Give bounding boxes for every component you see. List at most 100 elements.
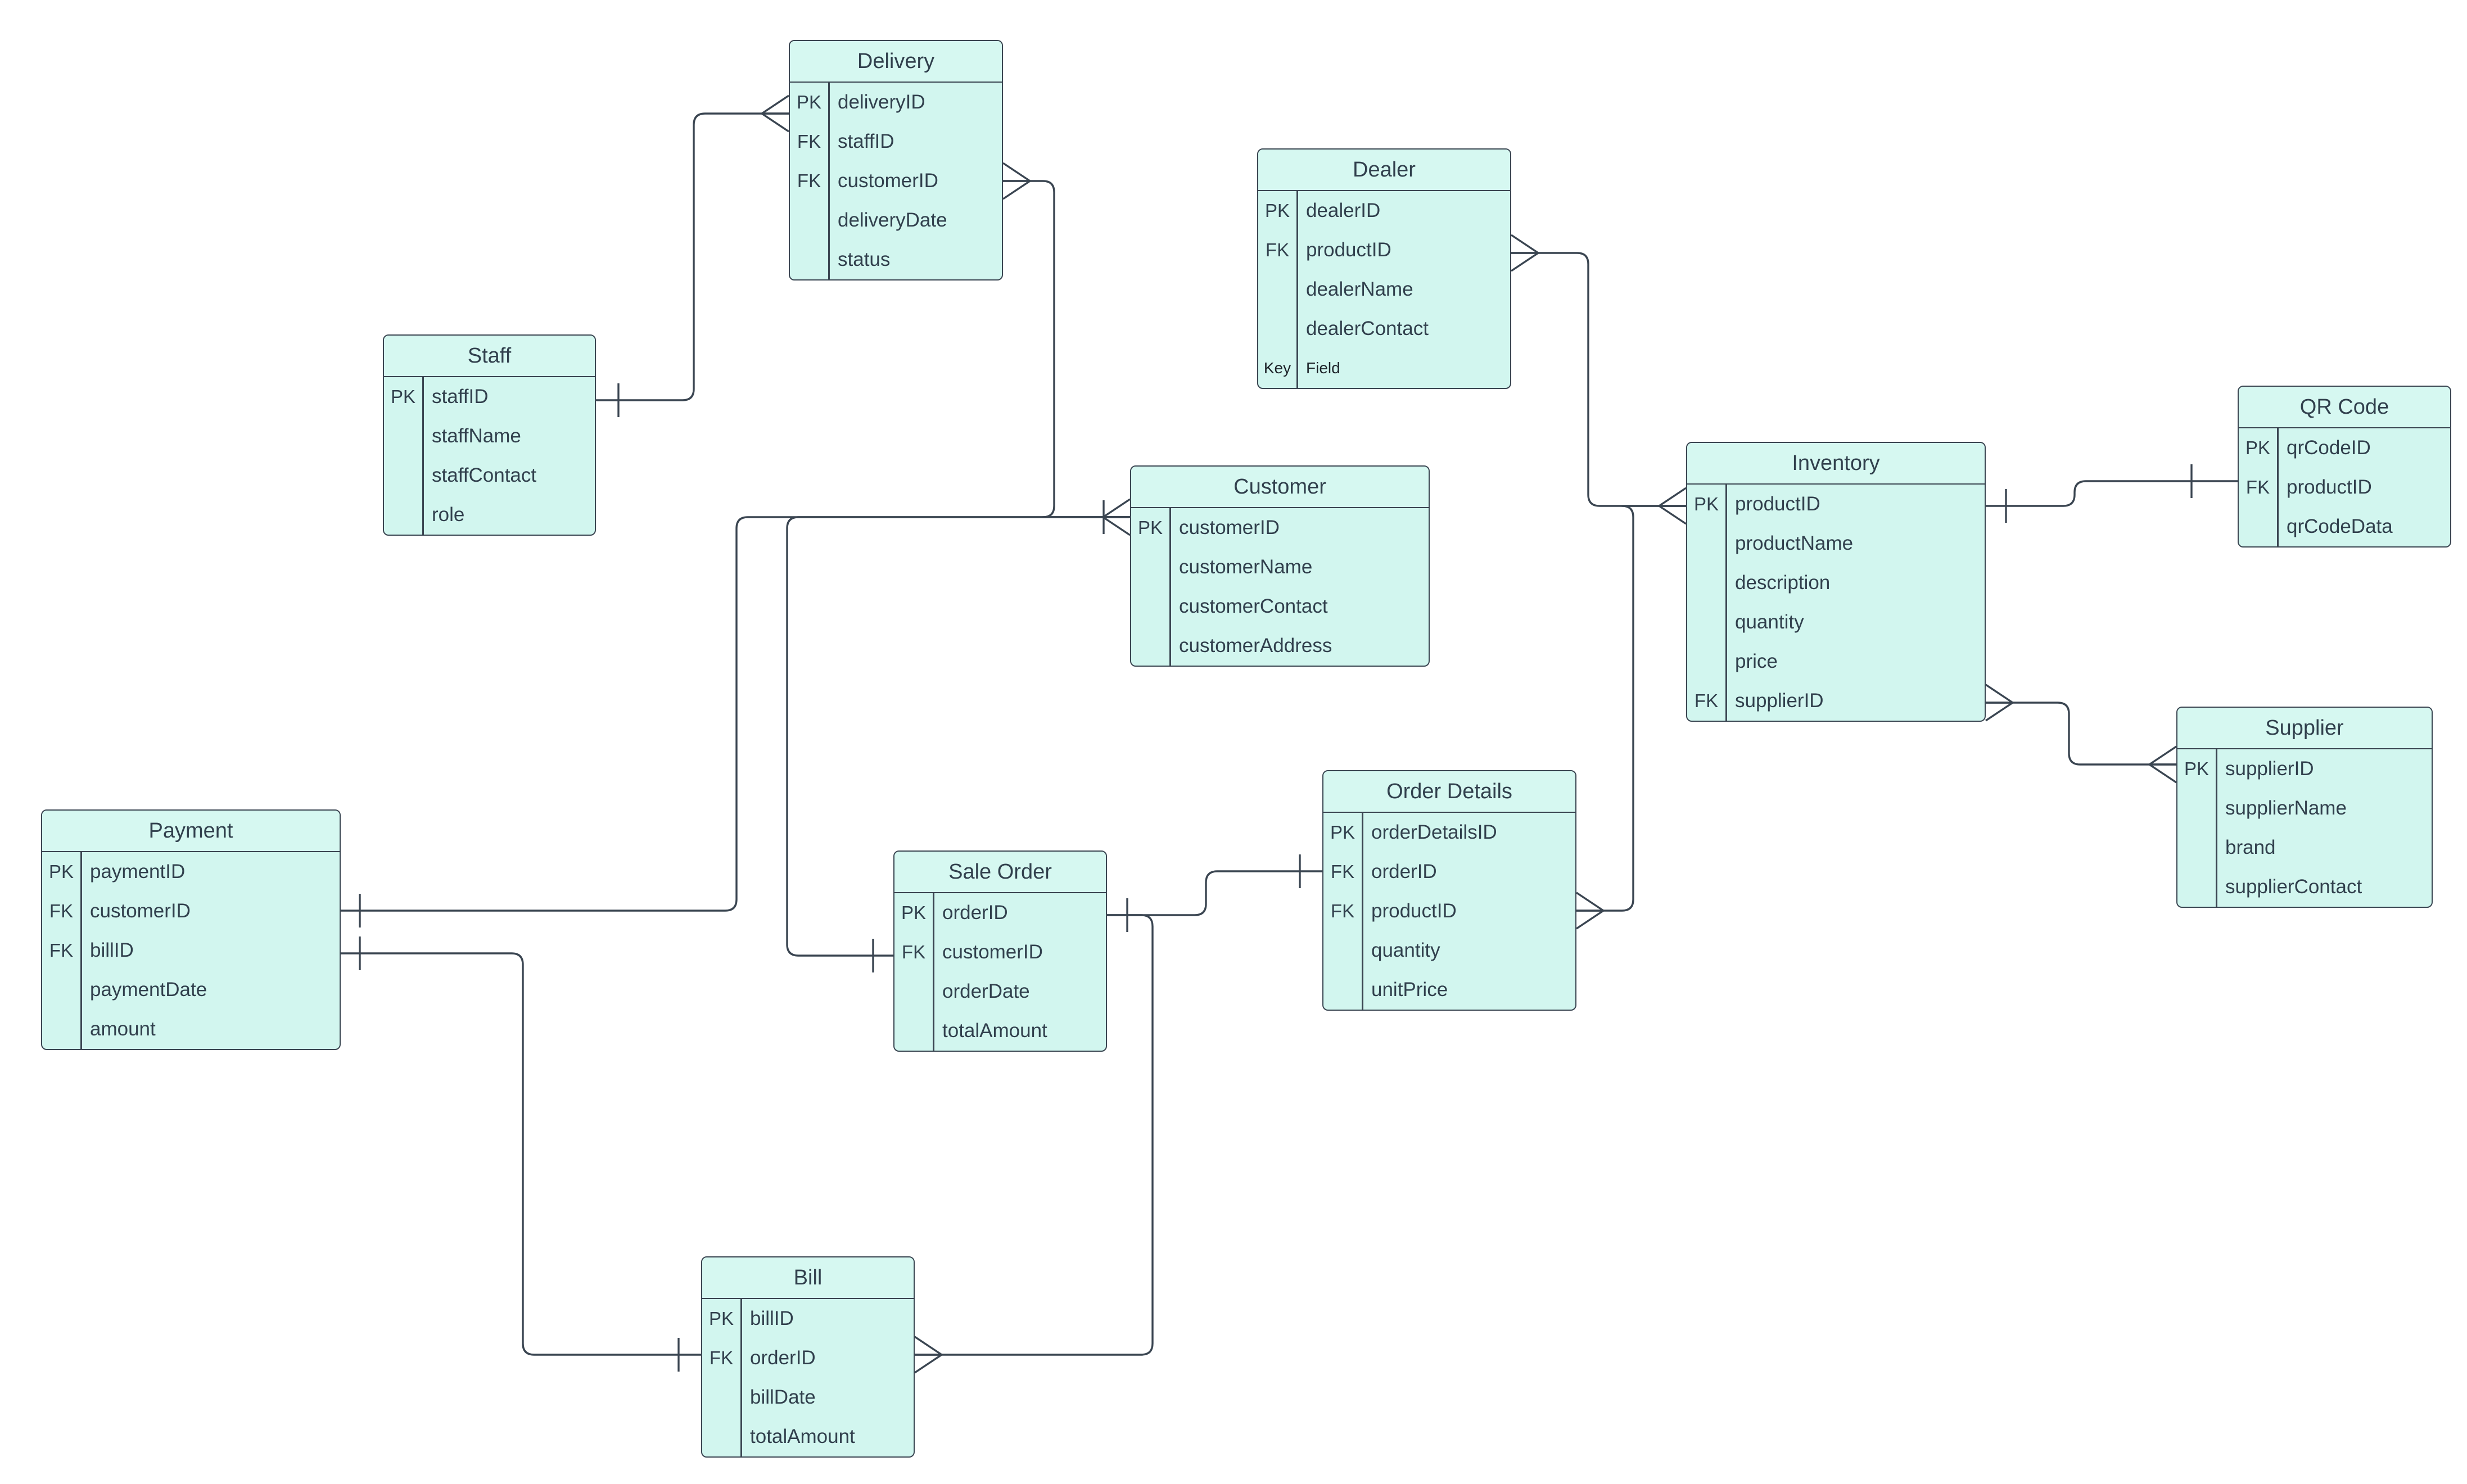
attribute-row[interactable]: quantity (1687, 603, 1985, 642)
attribute-key: FK (797, 170, 821, 191)
attribute-field: description (1735, 572, 1831, 594)
attribute-field: role (432, 504, 465, 526)
attribute-key: PK (390, 386, 416, 407)
attribute-field: productID (1735, 493, 1820, 515)
attribute-row[interactable]: dealerName (1258, 270, 1510, 309)
crowfoot-bill-orderid (914, 1336, 943, 1374)
attribute-key: FK (1265, 239, 1290, 260)
attribute-field: staffID (432, 386, 489, 408)
attribute-row[interactable]: customerName (1131, 548, 1429, 587)
entity-title-bill: Bill (702, 1257, 914, 1299)
connector-saleorder-orderdetails (1107, 870, 1322, 916)
attribute-field: orderID (1371, 861, 1437, 883)
connector-staff-delivery (596, 112, 789, 401)
attribute-row[interactable]: staffContact (384, 456, 595, 495)
attribute-row[interactable]: dealerContact (1258, 309, 1510, 349)
attribute-row[interactable]: totalAmount (702, 1417, 914, 1456)
entity-title-payment: Payment (42, 811, 340, 852)
attribute-row[interactable]: deliveryDate (790, 201, 1002, 240)
attribute-key: PK (901, 902, 927, 923)
attribute-row[interactable]: unitPrice (1323, 970, 1575, 1010)
entity-title-inventory: Inventory (1687, 443, 1985, 485)
attribute-row[interactable]: amount (42, 1010, 340, 1049)
attribute-field: customerContact (1179, 595, 1328, 617)
attribute-row[interactable]: brand (2177, 828, 2432, 867)
attribute-row[interactable]: PK productID (1687, 485, 1985, 524)
attribute-row[interactable]: status (790, 240, 1002, 279)
attribute-field: orderDetailsID (1371, 821, 1497, 843)
attribute-field: orderID (750, 1347, 816, 1369)
attribute-row[interactable]: customerContact (1131, 587, 1429, 626)
connector-orderdetails-inventory (1576, 505, 1686, 912)
connector-dealer-inventory (1511, 252, 1686, 507)
attribute-row[interactable]: PK qrCodeID (2239, 428, 2450, 468)
crowfoot-inventory-productid-a (1658, 487, 1687, 525)
attribute-key: FK (49, 940, 74, 961)
attribute-field: paymentID (90, 861, 186, 883)
attribute-row[interactable]: billDate (702, 1378, 914, 1417)
crowfoot-orderdetails-productid (1576, 892, 1605, 930)
attribute-row[interactable]: quantity (1323, 931, 1575, 970)
attribute-field: productName (1735, 532, 1854, 554)
attribute-key: PK (2245, 437, 2271, 458)
attribute-field: productID (1371, 900, 1457, 922)
attribute-key: PK (1264, 200, 1290, 221)
attribute-field: qrCodeID (2287, 437, 2371, 459)
attribute-row[interactable]: totalAmount (894, 1011, 1106, 1051)
attribute-row[interactable]: customerAddress (1131, 626, 1429, 666)
attribute-key: FK (901, 942, 926, 962)
attribute-field: brand (2225, 836, 2276, 858)
attribute-row[interactable]: price (1687, 642, 1985, 681)
crowfoot-supplier-supplierid (2148, 745, 2177, 784)
attribute-key: FK (709, 1347, 734, 1368)
attribute-key: FK (49, 901, 74, 921)
attribute-row[interactable]: role (384, 495, 595, 535)
connector-delivery-customer (1003, 180, 1130, 518)
attribute-row[interactable]: productName (1687, 524, 1985, 563)
attribute-field: customerName (1179, 556, 1313, 578)
crowfoot-customer-customerid-a (1102, 498, 1131, 536)
attribute-row[interactable]: PK staffID (384, 377, 595, 417)
attribute-row[interactable]: qrCodeData (2239, 507, 2450, 546)
entity-title-orderdetails: Order Details (1323, 771, 1575, 813)
attribute-row[interactable]: staffName (384, 417, 595, 456)
attribute-row[interactable]: FK orderID (702, 1338, 914, 1378)
attribute-row[interactable]: supplierContact (2177, 867, 2432, 907)
attribute-key: PK (1693, 494, 1719, 514)
attribute-row[interactable]: paymentDate (42, 970, 340, 1010)
attribute-row[interactable]: supplierName (2177, 789, 2432, 828)
attribute-row[interactable]: description (1687, 563, 1985, 603)
attribute-field: billID (750, 1307, 794, 1329)
attribute-row[interactable]: orderDate (894, 972, 1106, 1011)
